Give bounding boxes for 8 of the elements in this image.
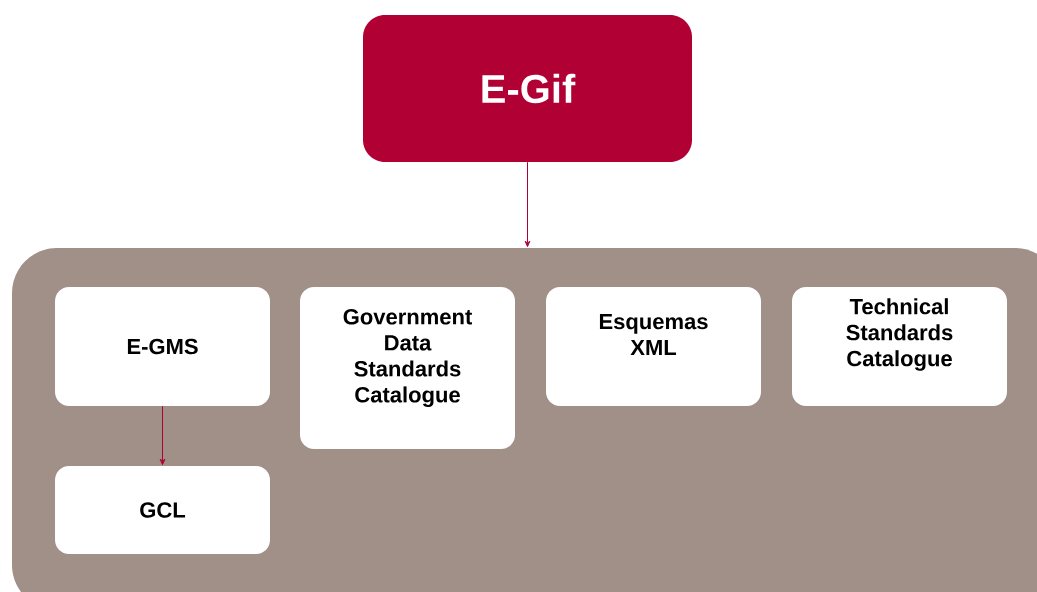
standard-box: Esquemas XML — [546, 287, 761, 406]
standard-box: GCL — [55, 466, 270, 554]
standard-box: Technical Standards Catalogue — [792, 287, 1007, 406]
arrow — [524, 161, 531, 248]
title-box: E-Gif — [363, 15, 692, 162]
standard-box: Government Data Standards Catalogue — [300, 287, 515, 449]
arrow — [159, 405, 166, 466]
standard-box: E-GMS — [55, 287, 270, 406]
